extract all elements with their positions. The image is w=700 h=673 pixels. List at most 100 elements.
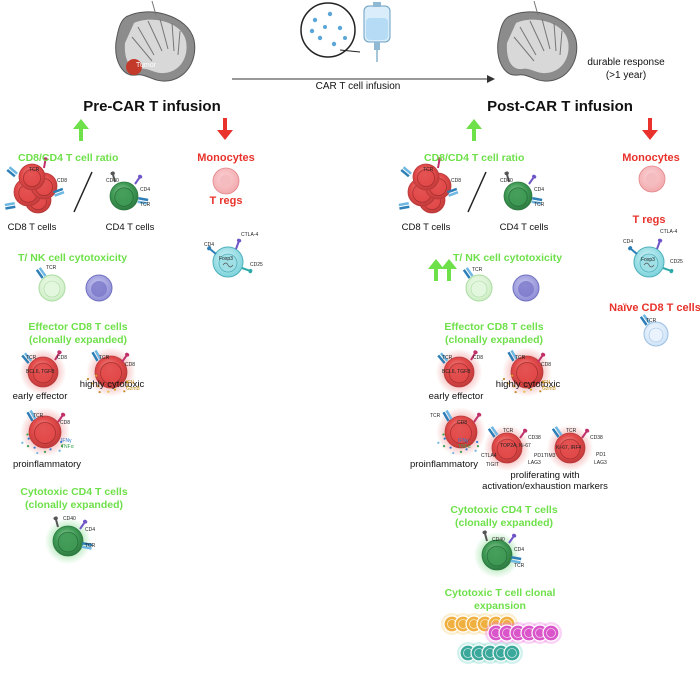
marker-top2a: TOP2A, Ki-67 bbox=[500, 443, 531, 449]
cytokine-dot bbox=[443, 437, 446, 440]
marker-tcr: TCR bbox=[503, 428, 514, 434]
cytokine-dot bbox=[98, 390, 101, 394]
receptor-icon bbox=[528, 174, 537, 185]
cytokine-dot bbox=[95, 374, 98, 377]
cytokine-dot bbox=[49, 448, 52, 451]
cytokine-dot bbox=[459, 450, 463, 453]
receptor-icon bbox=[656, 238, 663, 250]
marker-ifn: IFN bbox=[126, 380, 135, 386]
cytokine-dot bbox=[60, 440, 63, 444]
pre-effector-heading-2: (clonally expanded) bbox=[28, 334, 128, 346]
pre-cd4-heading-1: Cytotoxic CD4 T cells bbox=[20, 486, 128, 498]
marker-lag3: LAG3 bbox=[594, 460, 607, 466]
post-early-effector-label: early effector bbox=[428, 391, 484, 402]
pre-nk-heading: T/ NK cell cytotoxicity bbox=[18, 252, 128, 264]
cytokine-dot bbox=[26, 433, 29, 436]
marker-cd4: CD4 bbox=[204, 242, 215, 248]
cytokine-dot bbox=[97, 385, 100, 388]
receptor-icon bbox=[581, 428, 590, 439]
proliferating-label-2: activation/exhaustion markers bbox=[482, 481, 608, 492]
marker-cd8: CD8 bbox=[57, 178, 68, 184]
pre-title: Pre-CAR T infusion bbox=[83, 98, 221, 115]
clonal-heading-2: expansion bbox=[474, 600, 526, 612]
cytokine-dot bbox=[449, 446, 452, 449]
cytokine-dot bbox=[529, 388, 533, 391]
receptor-icon bbox=[639, 314, 651, 326]
marker-tcr: TCR bbox=[85, 543, 96, 549]
receptor-icon bbox=[462, 267, 474, 279]
cytokine-dot bbox=[43, 450, 47, 453]
marker-pd1: PD1 bbox=[596, 452, 606, 458]
marker-tcr: TCR bbox=[515, 355, 526, 361]
t-cell-icon bbox=[503, 181, 533, 211]
marker-cd38: CD38 bbox=[590, 435, 603, 441]
marker-cd25: CD25 bbox=[670, 259, 683, 265]
durable-duration: (>1 year) bbox=[605, 70, 647, 81]
cytokine-dot bbox=[476, 445, 480, 448]
marker-tigit: TIGIT bbox=[486, 462, 499, 468]
t-cell-icon bbox=[109, 181, 139, 211]
cytokine-dot bbox=[126, 385, 129, 388]
post-monocytes-heading: Monocytes bbox=[622, 152, 680, 164]
receptor-icon bbox=[207, 246, 217, 255]
cytokine-dot bbox=[442, 445, 446, 448]
t-reg-icon bbox=[212, 246, 244, 278]
marker-cd40: CD40 bbox=[106, 178, 119, 184]
marker-tnfa: TNFα bbox=[458, 444, 471, 450]
marker-cd8: CD8 bbox=[60, 420, 71, 426]
marker-gzmb: GzmB bbox=[542, 386, 556, 392]
marker-tim3: TIM3 bbox=[544, 453, 556, 459]
marker-cd8: CD8 bbox=[541, 362, 552, 368]
marker-tcr: TCR bbox=[46, 265, 57, 271]
marker-tcr: TCR bbox=[534, 202, 545, 208]
post-tregs-heading: T regs bbox=[632, 214, 666, 226]
cytokine-dot bbox=[542, 385, 545, 388]
cytokine-dot bbox=[542, 380, 545, 384]
cytokine-dot bbox=[123, 390, 126, 393]
receptor-icon bbox=[6, 166, 18, 178]
monocyte-icon bbox=[212, 167, 240, 195]
receptor-icon bbox=[79, 519, 88, 530]
pre-cd4-heading-2: (clonally expanded) bbox=[24, 499, 124, 511]
receptor-icon bbox=[57, 412, 66, 423]
cytokine-dot bbox=[523, 390, 526, 393]
receptor-icon bbox=[121, 352, 130, 363]
receptor-icon bbox=[53, 516, 59, 528]
receptor-icon bbox=[551, 426, 563, 438]
cytokine-dot bbox=[113, 388, 117, 391]
marker-cd8: CD8 bbox=[451, 178, 462, 184]
cytokine-dot bbox=[539, 390, 542, 393]
marker-bcl6: BCL6, TGFB bbox=[442, 369, 471, 375]
marker-ifng: IFNγ bbox=[458, 438, 469, 444]
receptor-icon bbox=[52, 187, 65, 197]
cytokine-dot bbox=[502, 377, 506, 381]
marker-tcr: TCR bbox=[26, 355, 37, 361]
marker-tcr: TCR bbox=[430, 413, 441, 419]
marker-foxp3: Foxp3 bbox=[219, 256, 233, 262]
cytokine-dot bbox=[60, 445, 64, 448]
receptor-icon bbox=[437, 157, 442, 169]
marker-cd40: CD40 bbox=[63, 516, 76, 522]
marker-ifn: IFN bbox=[542, 380, 551, 386]
marker-cd4: CD4 bbox=[514, 547, 525, 553]
receptor-icon bbox=[470, 350, 478, 361]
receptor-icon bbox=[537, 352, 546, 363]
arrow-up-icon bbox=[73, 119, 482, 281]
receptor-icon bbox=[628, 246, 638, 255]
t-cell-icon bbox=[473, 531, 521, 579]
marker-cd8: CD8 bbox=[57, 355, 68, 361]
marker-ctla4: CTLA-4 bbox=[241, 232, 259, 238]
pre-proinflammatory-label: proinflammatory bbox=[12, 459, 82, 470]
post-cd4-label: CD4 T cells bbox=[499, 222, 549, 233]
proliferating-label-1: proliferating with bbox=[510, 470, 580, 481]
marker-tcr: TCR bbox=[99, 355, 110, 361]
receptor-icon bbox=[54, 350, 62, 361]
cytokine-dot bbox=[452, 451, 455, 455]
receptor-icon bbox=[91, 349, 102, 362]
cytokine-dot bbox=[27, 437, 30, 440]
post-effector-heading-2: (clonally expanded) bbox=[444, 334, 544, 346]
marker-tnfa: TNFα bbox=[61, 444, 74, 450]
spleen-icon bbox=[115, 0, 196, 82]
